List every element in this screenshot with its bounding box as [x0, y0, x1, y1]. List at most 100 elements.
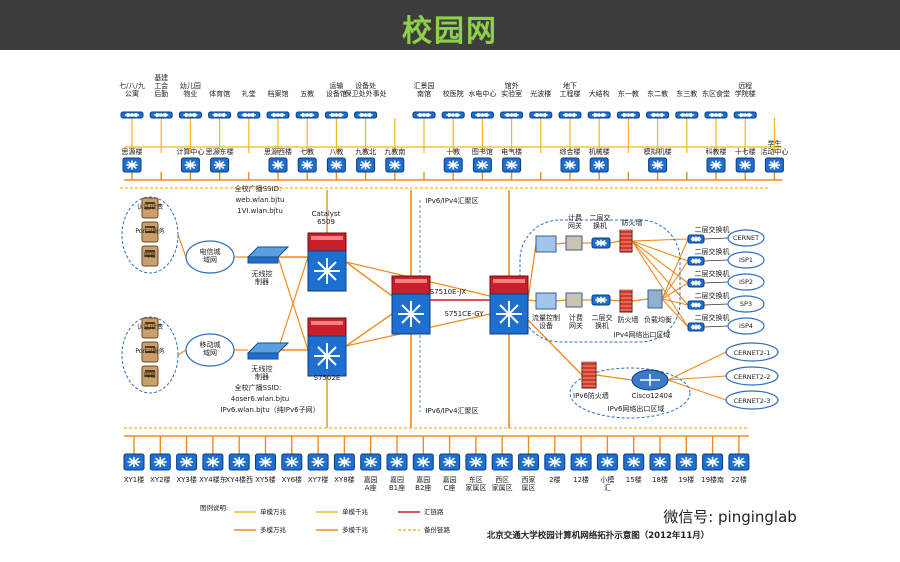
wlan-top-line1: 全校广播SSID:	[235, 184, 282, 193]
load-balance-label: 负载均衡	[644, 315, 672, 324]
switch-arrows	[232, 456, 246, 468]
top-building-switch-icon	[502, 157, 522, 173]
wlc-top	[246, 246, 290, 258]
mobile-cloud-label: 移动城域网	[200, 340, 221, 357]
top-building-name: 计算中心	[176, 147, 204, 156]
bottom-building-switch-icon	[518, 453, 539, 471]
chassis-slot	[395, 279, 427, 283]
cross-link	[277, 256, 309, 351]
network-diagram: 七/八/九公寓思源楼基建工会后勤幼儿园物业计算中心体育馆思源东楼礼堂档案馆思源西…	[119, 73, 797, 541]
telecom-cloud	[185, 240, 235, 274]
ipv6-zone-bottom-label: IPv6/IPv4汇聚区	[425, 407, 478, 415]
switch-to-isp	[703, 325, 729, 328]
legend-item-label: 汇链路	[424, 507, 444, 516]
top-building-label: 馆外实验室	[501, 81, 522, 98]
lb-to-l2	[661, 238, 689, 300]
bottom-building-switch-icon	[728, 453, 750, 471]
bottom-building-switch-icon	[307, 453, 329, 471]
top-building-name: 学生活动中心	[760, 139, 788, 156]
mobile-cloud	[185, 333, 235, 367]
switch-arrows	[154, 112, 169, 118]
switch-to-isp	[703, 281, 729, 284]
server-label: 网管	[144, 251, 156, 259]
isp-cloud	[727, 295, 765, 313]
chassis-slot	[311, 321, 343, 325]
switch-arrows	[710, 160, 722, 170]
top-building-switch-icon	[180, 157, 200, 173]
title-bar: 校园网	[0, 0, 900, 50]
chassis-slot	[311, 236, 343, 240]
l2-switch-top-icon	[591, 237, 611, 249]
switch-arrows	[330, 160, 343, 170]
router-to-cernet2	[667, 375, 727, 381]
server-slot	[145, 202, 155, 204]
bottom-building-name: 西家属区	[522, 475, 536, 492]
switch-arrows	[447, 160, 459, 170]
switch-arrows	[338, 456, 351, 468]
top-building-label: 运输设备馆	[326, 81, 347, 98]
bottom-building-switch-icon	[702, 453, 724, 471]
right-l2-switch-icon	[687, 322, 705, 332]
ipv6-exit-zone-label: IPv6网络出口区域	[608, 404, 665, 413]
chassis-arrows	[314, 258, 340, 284]
top-access-switch-icon	[558, 111, 582, 119]
cernet2-label: CERNET2-3	[734, 397, 771, 405]
core-switch-left-icon	[391, 275, 431, 335]
isp-cloud-label: CERNET	[733, 234, 759, 242]
switch-arrows	[690, 302, 702, 308]
bottom-building-switch-icon	[386, 453, 408, 471]
top-building-label: 东一教	[618, 89, 639, 98]
legend-title: 图例说明:	[200, 503, 228, 512]
bottom-building-name: 22楼	[731, 475, 747, 484]
core-left-label: S7510E-JX	[430, 288, 467, 296]
switch-arrows	[738, 112, 753, 118]
top-building-label: 校医院	[443, 89, 464, 98]
switch-arrows	[690, 236, 702, 242]
top-building-name: 思源楼	[122, 147, 143, 156]
s7502e-to-core	[345, 313, 393, 347]
switch-arrows	[259, 456, 272, 468]
lb-to-l2	[661, 298, 689, 328]
switch-arrows	[653, 456, 667, 468]
bottom-building-switch-icon	[623, 453, 645, 471]
bottom-building-switch-icon	[439, 453, 461, 471]
firewall-bottom-icon	[619, 289, 633, 313]
server-icon	[141, 245, 159, 267]
server-slot	[145, 370, 155, 372]
isp-cloud-label: SP3	[740, 300, 752, 308]
wlc-bottom-label: 无线控制器	[252, 364, 273, 381]
switch-arrows	[329, 112, 344, 118]
firewall-body	[619, 229, 633, 253]
right-l2-switch-icon	[687, 234, 705, 244]
bottom-building-switch-icon	[649, 453, 671, 471]
legend-item-label: 单模千兆	[342, 507, 369, 516]
exit-chain	[555, 299, 567, 302]
server-slot	[145, 255, 155, 257]
switch-arrows	[574, 456, 588, 468]
server-slot	[145, 226, 155, 228]
switch-arrows	[358, 112, 373, 118]
wlan-bottom-line1: 全校广播SSID:	[235, 383, 282, 392]
chassis-arrows	[496, 301, 522, 327]
switch-arrows	[212, 112, 227, 118]
watermark: 微信号: pinginglab	[663, 508, 797, 526]
top-building-label: 体育馆	[209, 89, 230, 98]
isp-cloud	[727, 251, 765, 269]
switch-arrows	[476, 160, 489, 170]
right-l2-switch-icon	[687, 278, 705, 288]
chassis-top	[489, 275, 529, 295]
catalyst-6509-icon	[307, 232, 347, 292]
bottom-building-name: 19楼	[678, 475, 694, 484]
bottom-building-name: 12楼	[573, 475, 589, 484]
ipv6-firewall-icon	[581, 361, 597, 389]
flow-control-icon	[535, 292, 557, 310]
top-building-label: 水电中心	[468, 89, 496, 98]
top-building-switch-icon	[297, 157, 317, 173]
top-access-switch-icon	[704, 111, 728, 119]
switch-arrows	[650, 112, 665, 118]
switch-arrows	[446, 112, 461, 118]
